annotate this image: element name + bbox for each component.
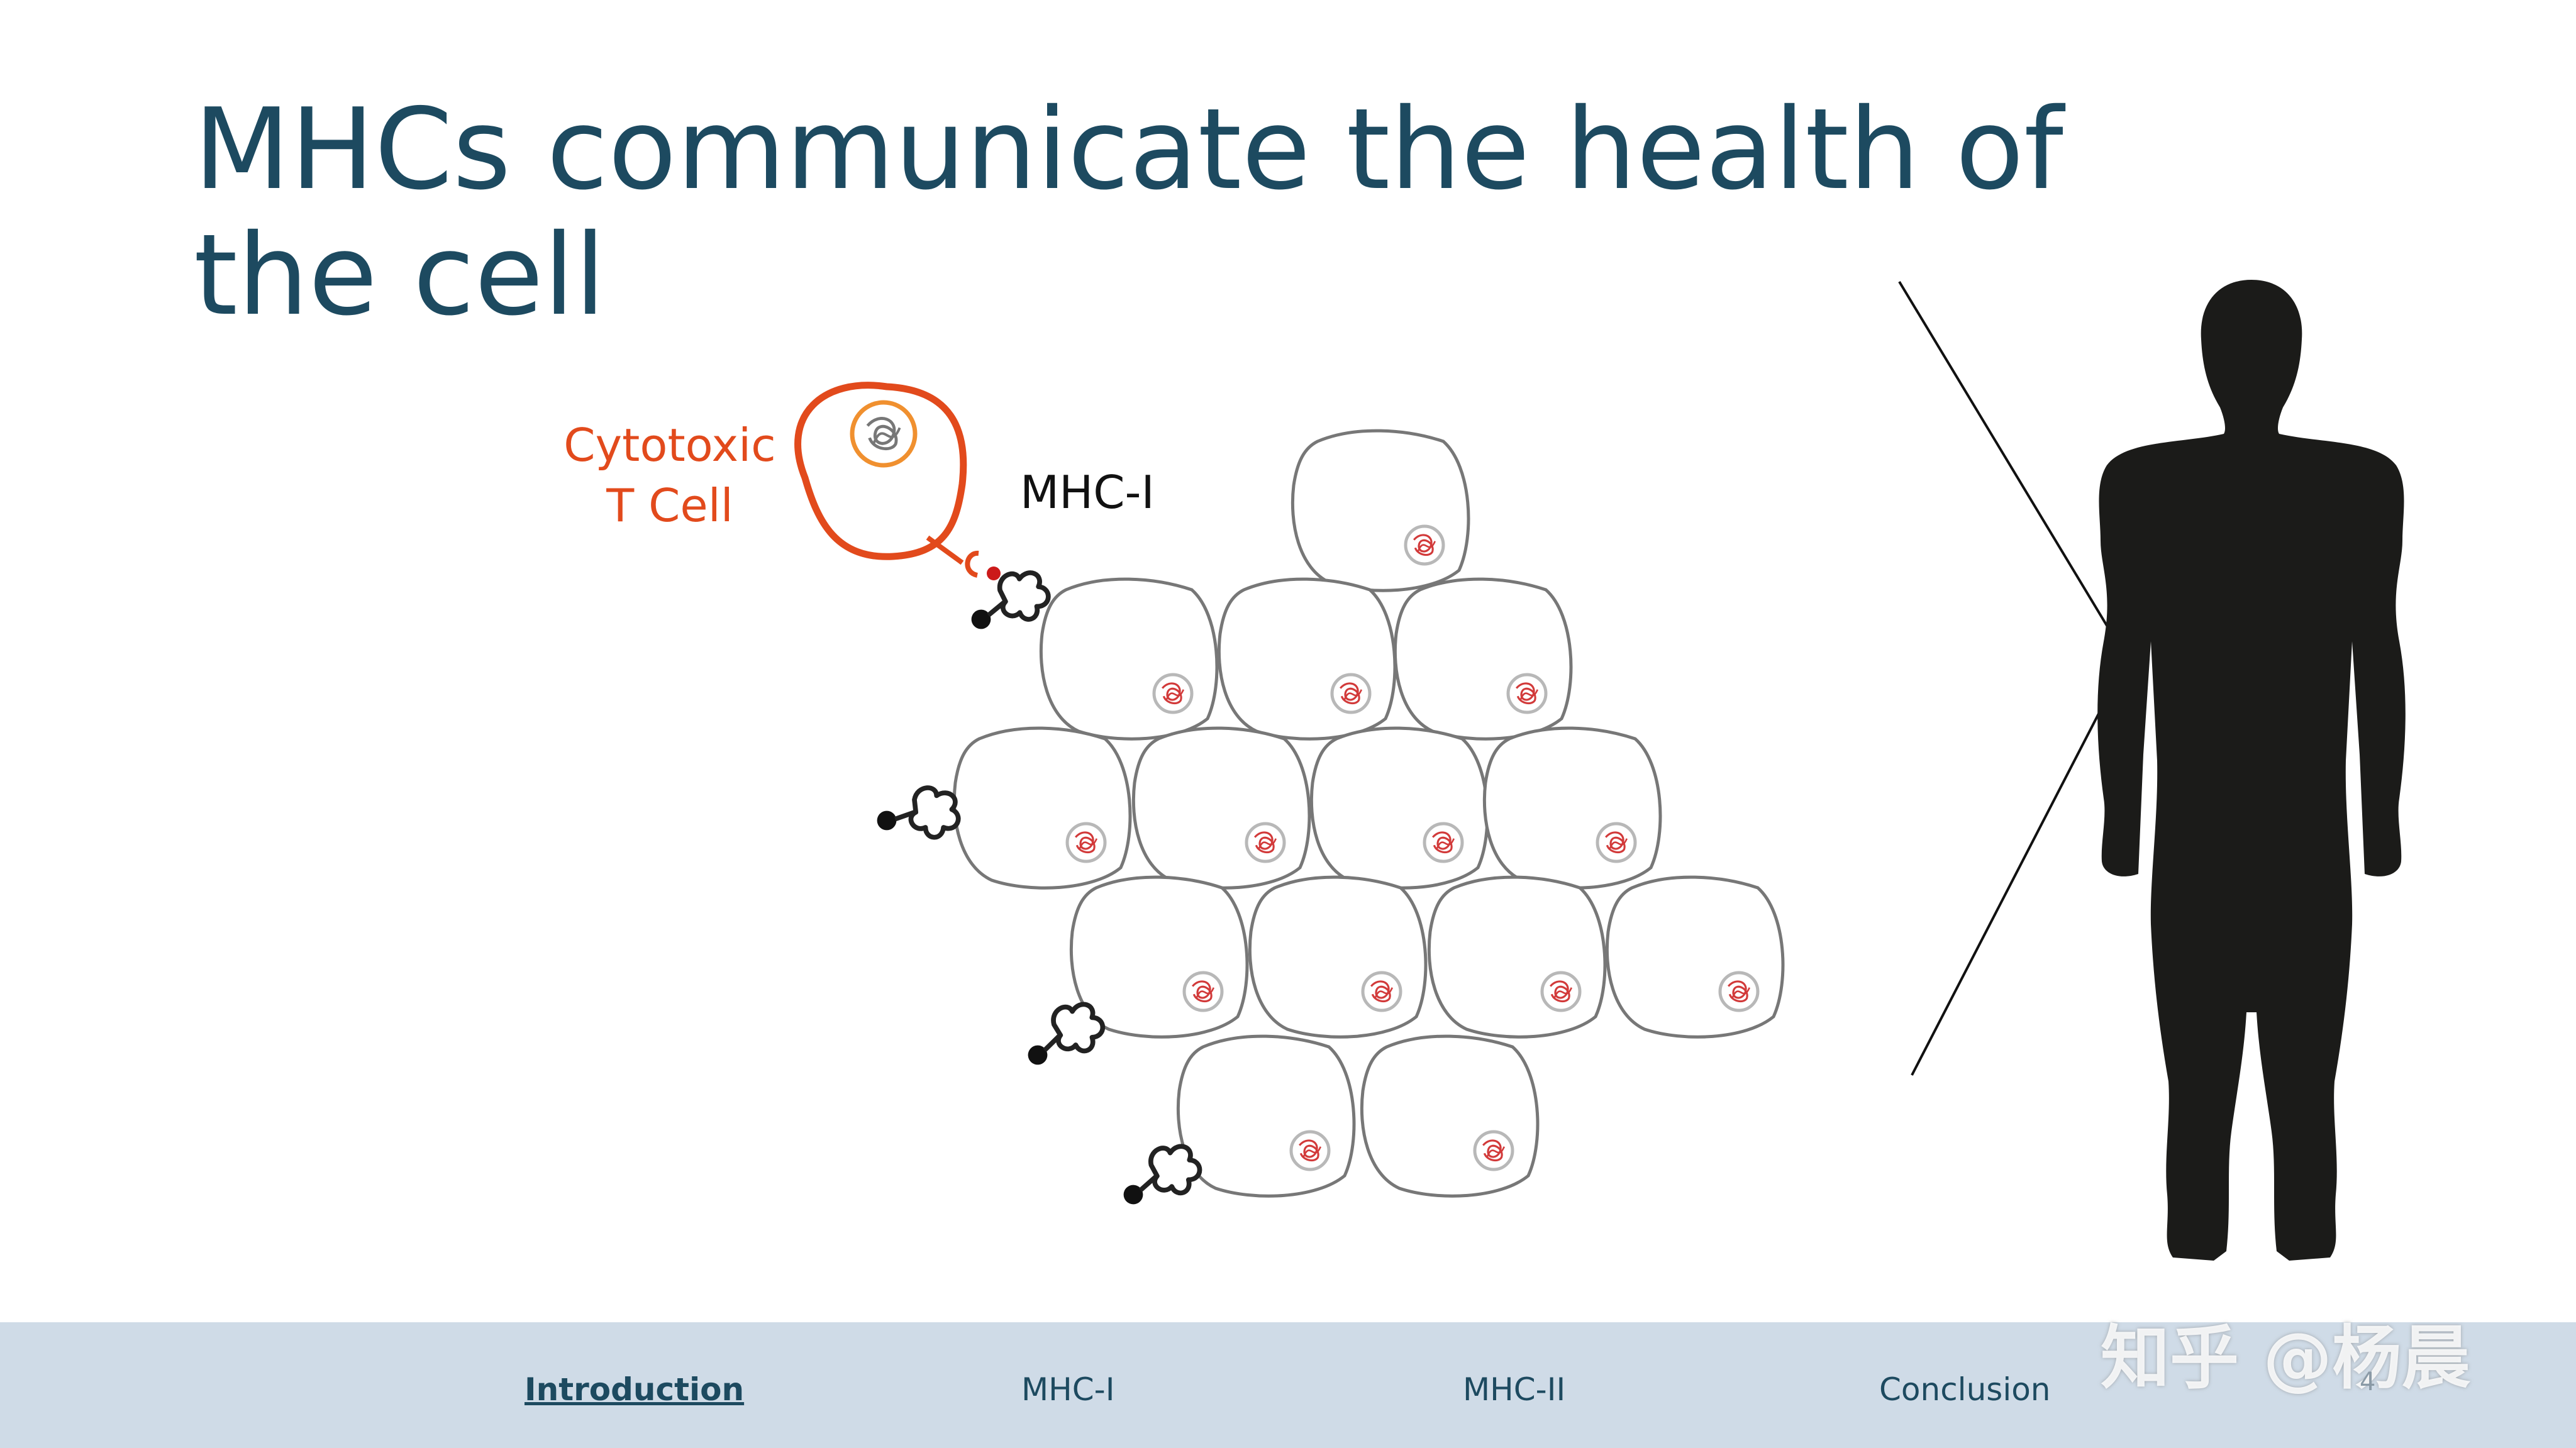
- body-cell-icon: [1360, 1034, 1540, 1198]
- body-cell-icon: [1176, 1034, 1356, 1198]
- page-title: MHCs communicate the health of the cell: [194, 84, 2063, 340]
- nucleus-icon: [1540, 971, 1582, 1012]
- footer-nav-bar: [0, 1322, 2576, 1448]
- mhc-i-label: MHC-I: [1020, 466, 1155, 519]
- nucleus-icon: [1473, 1130, 1514, 1171]
- body-cell-icon: [1291, 429, 1470, 592]
- body-cell-icon: [952, 726, 1132, 890]
- body-cell-icon: [1069, 875, 1249, 1039]
- nucleus-icon: [1289, 1130, 1331, 1171]
- nav-item-mhc-ii[interactable]: MHC-II: [1463, 1371, 1566, 1408]
- nucleus-icon: [1404, 524, 1445, 566]
- nucleus-icon: [1506, 673, 1548, 714]
- watermark: 知乎 @杨晨: [2101, 1318, 2471, 1398]
- zoom-lines: [1898, 280, 2128, 1076]
- nucleus-icon: [1361, 971, 1402, 1012]
- nucleus-icon: [1718, 971, 1760, 1012]
- body-cell-icon: [1605, 875, 1785, 1039]
- nucleus-icon: [1245, 822, 1286, 863]
- nucleus-icon: [1423, 822, 1464, 863]
- t-cell-icon: [794, 382, 1001, 580]
- nucleus-icon: [1152, 673, 1194, 714]
- human-silhouette-icon: [2097, 280, 2406, 1261]
- nav-item-conclusion[interactable]: Conclusion: [1879, 1371, 2051, 1408]
- nucleus-icon: [1182, 971, 1224, 1012]
- body-cell-icon: [1427, 875, 1607, 1039]
- nucleus-icon: [1596, 822, 1637, 863]
- body-cell-icon: [1248, 875, 1428, 1039]
- nav-item-mhc-i[interactable]: MHC-I: [1021, 1371, 1115, 1408]
- t-cell-label-line1: Cytotoxic: [564, 419, 776, 472]
- t-cell-label-line2: T Cell: [606, 479, 733, 532]
- body-cell-cluster: [952, 429, 1785, 1198]
- body-cell-icon: [1039, 577, 1219, 741]
- page-number: 4: [2360, 1368, 2376, 1396]
- nucleus-icon: [1330, 673, 1372, 714]
- body-cell-icon: [1217, 577, 1397, 741]
- nucleus-icon: [1065, 822, 1107, 863]
- body-cell-icon: [1482, 726, 1662, 890]
- nav-item-introduction[interactable]: Introduction: [525, 1371, 745, 1408]
- mhc-receptor-icon: [877, 788, 958, 837]
- t-cell-label: Cytotoxic T Cell: [547, 415, 792, 536]
- body-cell-icon: [1393, 577, 1573, 741]
- body-cell-icon: [1309, 726, 1489, 890]
- body-cell-icon: [1131, 726, 1311, 890]
